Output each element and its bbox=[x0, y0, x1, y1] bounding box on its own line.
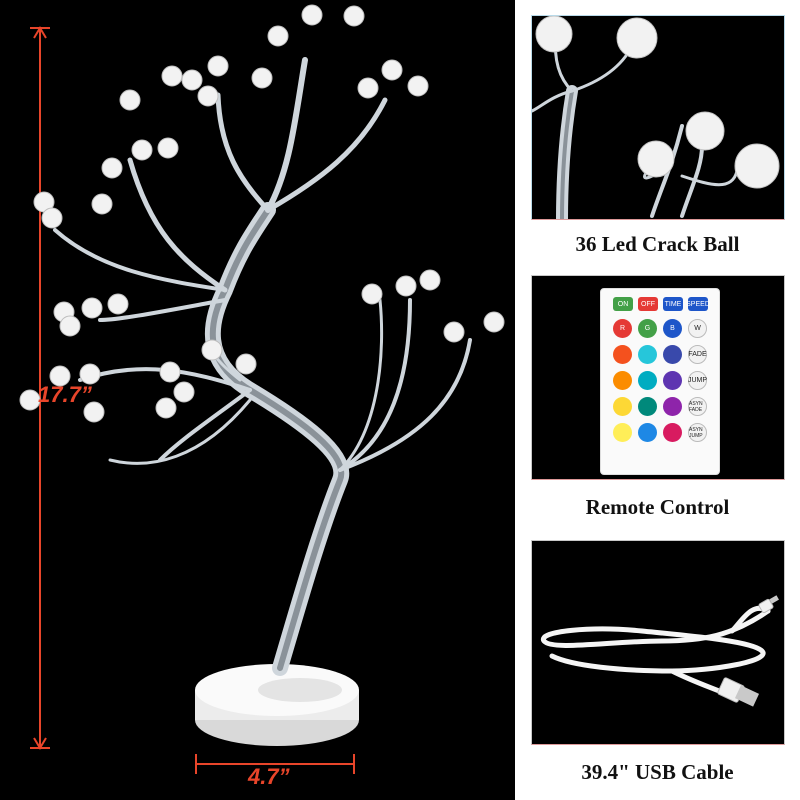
usb-cable-caption: 39.4" USB Cable bbox=[581, 760, 734, 784]
height-dimension-line bbox=[30, 26, 50, 750]
remote-color-button[interactable] bbox=[613, 397, 632, 416]
crack-ball-closeup bbox=[532, 16, 780, 219]
remote-color-button[interactable] bbox=[663, 423, 682, 442]
remote-button-off[interactable]: OFF bbox=[638, 297, 658, 311]
remote-button-jump[interactable]: JUMP bbox=[688, 371, 707, 390]
crack-balls bbox=[19, 4, 505, 423]
remote-color-button[interactable] bbox=[638, 371, 657, 390]
remote-color-button[interactable] bbox=[663, 397, 682, 416]
usb-cable-illustration bbox=[541, 595, 779, 707]
remote-button-speed[interactable]: SPEED bbox=[686, 297, 710, 311]
micro-usb-connector bbox=[758, 595, 779, 614]
remote-color-button[interactable]: B bbox=[663, 319, 682, 338]
remote-color-button[interactable] bbox=[638, 397, 657, 416]
crack-ball-caption: 36 Led Crack Ball bbox=[575, 232, 740, 256]
lamp-base bbox=[195, 664, 359, 746]
remote-button-w[interactable]: W bbox=[688, 319, 707, 338]
remote-color-button[interactable] bbox=[613, 371, 632, 390]
tree-lamp-illustration bbox=[19, 4, 505, 774]
remote-color-button[interactable]: G bbox=[638, 319, 657, 338]
remote-button-fade[interactable]: FADE bbox=[688, 345, 707, 364]
width-label: 4.7” bbox=[248, 764, 290, 789]
remote-control-caption: Remote Control bbox=[585, 495, 730, 519]
usb-a-connector bbox=[717, 677, 760, 707]
remote-color-button[interactable] bbox=[613, 423, 632, 442]
width-dimension-line bbox=[195, 754, 355, 774]
height-label: 17.7” bbox=[38, 382, 92, 407]
remote-button-time[interactable]: TIME bbox=[663, 297, 683, 311]
remote-color-button[interactable]: R bbox=[613, 319, 632, 338]
remote-button-asyn-jump[interactable]: ASYN JUMP bbox=[688, 423, 707, 442]
remote-color-button[interactable] bbox=[663, 345, 682, 364]
main-product-image: 17.7” 4.7” bbox=[0, 0, 515, 800]
tree-branches bbox=[53, 57, 472, 676]
usb-cable-panel bbox=[531, 540, 785, 745]
remote-color-button[interactable] bbox=[638, 345, 657, 364]
remote-button-asyn-fade[interactable]: ASYN FADE bbox=[688, 397, 707, 416]
remote-button-on[interactable]: ON bbox=[613, 297, 633, 311]
crack-ball-panel bbox=[531, 15, 785, 220]
remote-color-button[interactable] bbox=[638, 423, 657, 442]
remote-color-button[interactable] bbox=[663, 371, 682, 390]
remote-color-button[interactable] bbox=[613, 345, 632, 364]
